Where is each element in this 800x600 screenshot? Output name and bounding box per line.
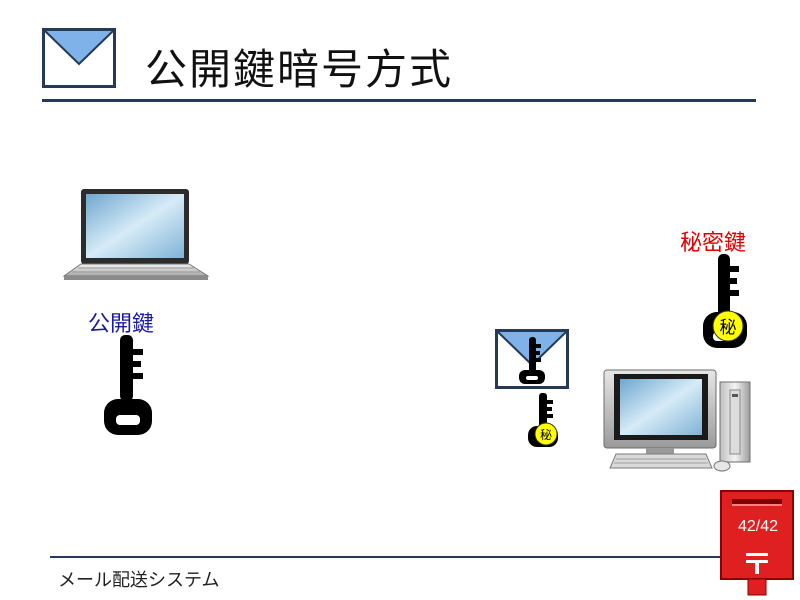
public-key-label: 公開鍵 (88, 312, 155, 337)
footer-divider (50, 556, 750, 558)
envelope-icon (42, 28, 116, 88)
footer-text: メール配送システム (58, 570, 220, 591)
private-key-stamp: 秘 (720, 318, 737, 338)
private-key-icon: 秘 (703, 254, 747, 348)
page-title: 公開鍵暗号方式 (145, 45, 454, 94)
public-key-icon (104, 335, 152, 435)
desktop-computer-icon (603, 369, 751, 472)
title-divider (42, 99, 756, 102)
page-number: 42/42 (738, 518, 779, 535)
laptop-icon (62, 189, 210, 280)
postbox-icon (720, 490, 794, 596)
small-private-key-icon: 秘 (528, 393, 558, 447)
private-key-label: 秘密鍵 (680, 231, 747, 256)
small-key-stamp: 秘 (540, 428, 552, 442)
envelope-with-key-icon (495, 329, 569, 389)
